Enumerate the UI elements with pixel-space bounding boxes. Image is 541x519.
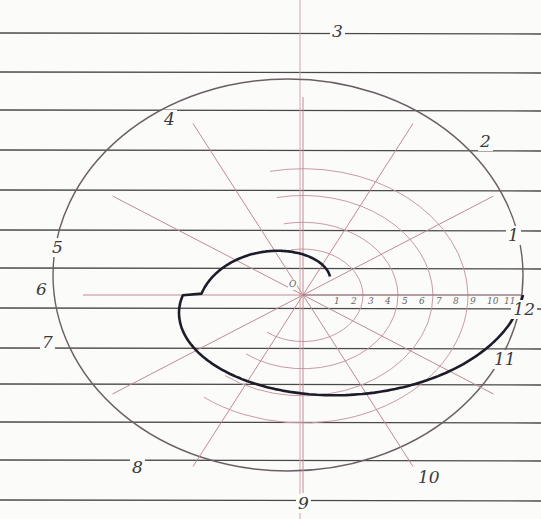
radial-line — [303, 295, 523, 296]
radial-line — [113, 295, 304, 394]
outer-circle — [53, 79, 523, 471]
construction-arc — [270, 169, 468, 295]
point-number: 10 — [416, 468, 442, 487]
spiral-curve — [179, 251, 523, 395]
divided-radius — [303, 295, 522, 296]
ruled-line — [0, 110, 541, 111]
ruled-line — [0, 33, 541, 34]
point-number: 5 — [50, 238, 65, 257]
ruled-lines — [0, 33, 541, 501]
division-number: O — [288, 280, 297, 290]
ruled-line — [0, 230, 541, 231]
point-number: 8 — [130, 458, 145, 477]
point-number: 3 — [330, 22, 345, 41]
radial-line — [193, 124, 303, 296]
radial-line — [303, 295, 413, 467]
radial-line — [113, 196, 304, 295]
division-number: 10 — [486, 297, 499, 307]
division-number: 8 — [452, 297, 460, 307]
construction-arcs — [204, 169, 468, 423]
division-number: 6 — [418, 297, 426, 307]
ruled-line — [0, 460, 541, 461]
construction-arc — [277, 195, 433, 295]
division-number: 5 — [401, 297, 409, 307]
division-number: 2 — [350, 297, 358, 307]
ruled-line — [0, 72, 541, 73]
point-number: 4 — [162, 110, 177, 129]
construction-arc — [284, 222, 398, 295]
construction-arc — [246, 295, 398, 369]
point-number: 9 — [296, 494, 311, 513]
ruled-line — [0, 422, 541, 423]
ruled-line — [0, 308, 541, 309]
construction-arc — [225, 295, 433, 396]
point-number: 2 — [478, 132, 493, 151]
point-number: 11 — [492, 350, 518, 369]
construction-arc — [204, 295, 468, 423]
ruled-line — [0, 500, 541, 501]
ruled-line — [0, 384, 541, 385]
division-number: 4 — [384, 297, 392, 307]
division-number: 3 — [367, 297, 375, 307]
radial-line — [303, 124, 413, 296]
radial-line — [303, 295, 494, 394]
vertical-axis — [300, 0, 301, 519]
division-number: 7 — [435, 297, 443, 307]
radial-line — [303, 196, 494, 295]
division-number: 1 — [333, 297, 341, 307]
division-number: 9 — [469, 297, 477, 307]
ruled-line — [0, 268, 541, 269]
ruled-line — [0, 150, 541, 151]
radial-line — [303, 97, 304, 295]
ruled-line — [0, 190, 541, 191]
radial-lines — [83, 97, 523, 493]
point-number: 7 — [40, 333, 55, 352]
division-number: 11 — [503, 297, 516, 307]
point-number: 1 — [506, 226, 521, 245]
ruled-line — [0, 348, 541, 349]
point-number: 6 — [34, 280, 49, 299]
